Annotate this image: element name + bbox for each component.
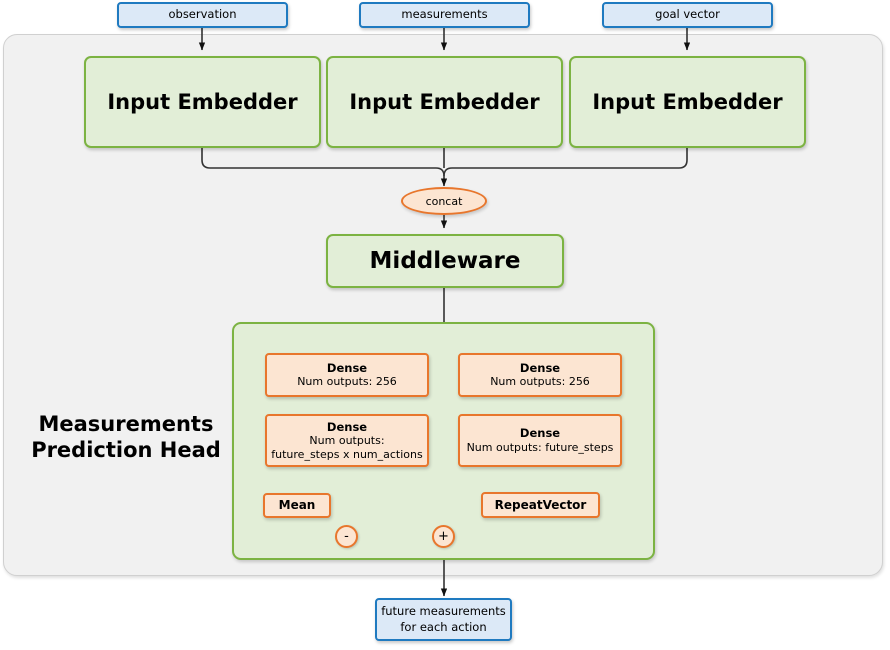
add-operator-node[interactable]: +	[432, 525, 455, 548]
input-embedder-label-1: Input Embedder	[107, 90, 298, 114]
input-label-goal-vector: goal vector	[655, 7, 720, 22]
subtract-symbol: -	[344, 529, 349, 544]
mean-label: Mean	[278, 498, 316, 512]
input-box-observation[interactable]: observation	[117, 2, 288, 28]
head-title: Measurements Prediction Head	[22, 412, 230, 463]
concat-label: concat	[425, 194, 463, 208]
input-embedder-measurements[interactable]: Input Embedder	[326, 56, 563, 148]
concat-node[interactable]: concat	[401, 187, 487, 215]
middleware-block[interactable]: Middleware	[326, 234, 564, 288]
dense-left-2-sub1: Num outputs:	[309, 433, 385, 447]
input-embedder-goal-vector[interactable]: Input Embedder	[569, 56, 806, 148]
dense-right-2-sub: Num outputs: future_steps	[466, 440, 614, 454]
mean-block[interactable]: Mean	[263, 493, 331, 518]
input-label-measurements: measurements	[401, 7, 488, 22]
input-box-measurements[interactable]: measurements	[359, 2, 530, 28]
output-label-line2: for each action	[400, 619, 487, 634]
head-title-line2: Prediction Head	[31, 437, 221, 462]
dense-left-2-sub2: future_steps x num_actions	[271, 447, 423, 461]
input-embedder-observation[interactable]: Input Embedder	[84, 56, 321, 148]
dense-right-1-sub: Num outputs: 256	[490, 375, 590, 389]
add-symbol: +	[438, 529, 449, 544]
subtract-operator-node[interactable]: -	[335, 525, 358, 548]
head-title-line1: Measurements	[38, 412, 214, 436]
repeat-vector-block[interactable]: RepeatVector	[481, 492, 600, 518]
dense-left-1-sub: Num outputs: 256	[297, 375, 397, 389]
input-embedder-label-3: Input Embedder	[592, 90, 783, 114]
output-box-future-measurements[interactable]: future measurements for each action	[375, 598, 512, 641]
dense-left-1-title: Dense	[326, 360, 368, 375]
dense-left-2-title: Dense	[326, 419, 368, 434]
dense-left-1[interactable]: Dense Num outputs: 256	[265, 353, 429, 397]
repeat-vector-label: RepeatVector	[494, 497, 587, 512]
input-label-observation: observation	[168, 7, 237, 22]
dense-right-2[interactable]: Dense Num outputs: future_steps	[458, 414, 622, 467]
input-box-goal-vector[interactable]: goal vector	[602, 2, 773, 28]
output-label-line1: future measurements	[381, 603, 506, 618]
dense-right-2-title: Dense	[519, 426, 561, 441]
middleware-label: Middleware	[369, 248, 521, 274]
dense-right-1-title: Dense	[519, 360, 561, 375]
input-embedder-label-2: Input Embedder	[349, 90, 540, 114]
dense-left-2[interactable]: Dense Num outputs: future_steps x num_ac…	[265, 414, 429, 467]
dense-right-1[interactable]: Dense Num outputs: 256	[458, 353, 622, 397]
